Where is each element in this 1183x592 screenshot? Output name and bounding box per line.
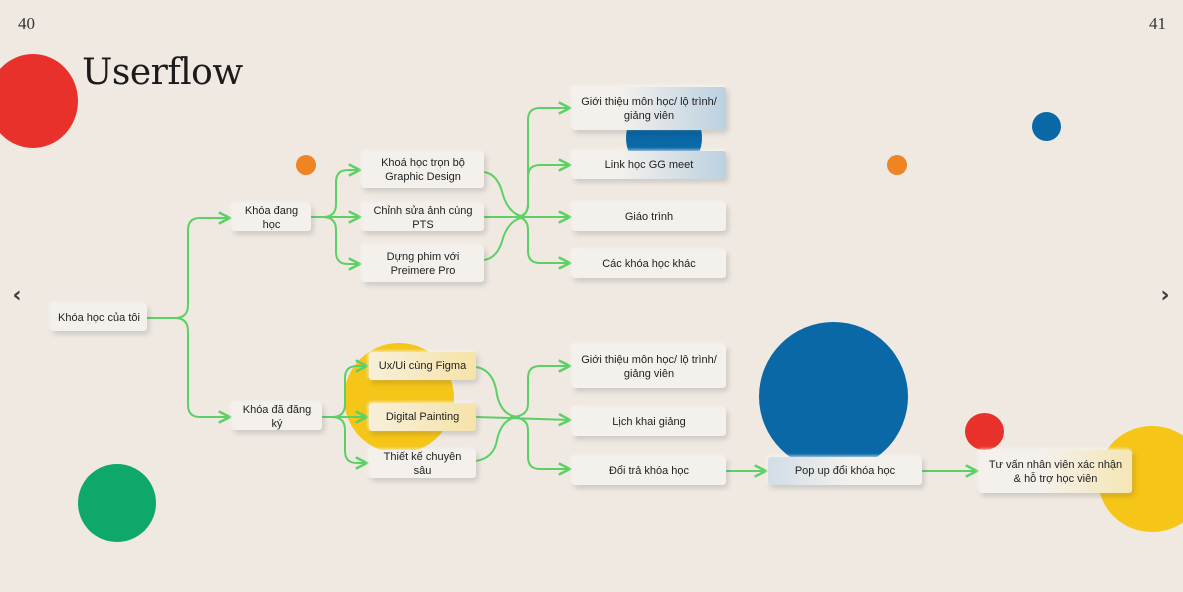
learning-other-courses-node[interactable]: Các khóa học khác bbox=[572, 250, 726, 278]
prev-page-button[interactable]: ‹ bbox=[7, 284, 27, 308]
course-advanced-design-node[interactable]: Thiết kế chuyên sâu bbox=[369, 450, 476, 478]
orange-dot-right bbox=[887, 155, 907, 175]
registered-schedule-node[interactable]: Lịch khai giảng bbox=[572, 408, 726, 436]
course-pts-node[interactable]: Chỉnh sửa ảnh cùng PTS bbox=[362, 204, 484, 231]
page-number-left: 40 bbox=[18, 14, 35, 33]
page-number-right: 41 bbox=[1149, 14, 1166, 33]
green-circle bbox=[78, 464, 156, 542]
red-circle-large bbox=[0, 54, 78, 148]
registered-intro-node[interactable]: Giới thiệu môn học/ lộ trình/ giảng viên bbox=[572, 345, 726, 388]
popup-exchange-node[interactable]: Pop up đổi khóa học bbox=[768, 457, 922, 485]
consult-support-node[interactable]: Tư vấn nhân viên xác nhận & hỗ trợ học v… bbox=[979, 450, 1132, 493]
chevron-left-icon: ‹ bbox=[12, 283, 22, 308]
learning-gg-meet-node[interactable]: Link học GG meet bbox=[572, 151, 726, 179]
learning-intro-node[interactable]: Giới thiệu môn học/ lộ trình/ giảng viên bbox=[572, 87, 726, 130]
learning-courses-node[interactable]: Khóa đang học bbox=[232, 204, 311, 231]
course-figma-node[interactable]: Ux/Ui cùng Figma bbox=[369, 352, 476, 380]
red-dot bbox=[965, 413, 1004, 450]
blue-dot bbox=[1032, 112, 1061, 141]
next-page-button[interactable]: › bbox=[1155, 284, 1175, 308]
registered-courses-node[interactable]: Khóa đã đăng ký bbox=[232, 403, 322, 430]
learning-syllabus-node[interactable]: Giáo trình bbox=[572, 203, 726, 231]
registered-exchange-node[interactable]: Đổi trả khóa học bbox=[572, 457, 726, 485]
root-my-courses-node[interactable]: Khóa học của tôi bbox=[51, 304, 147, 331]
chevron-right-icon: › bbox=[1160, 283, 1170, 308]
course-premiere-node[interactable]: Dựng phim với Preimere Pro bbox=[362, 246, 484, 282]
page-title: Userflow bbox=[82, 52, 243, 93]
blue-circle-large bbox=[759, 322, 908, 471]
course-graphic-design-node[interactable]: Khoá học trọn bộ Graphic Design bbox=[362, 152, 484, 188]
course-digital-painting-node[interactable]: Digital Painting bbox=[369, 403, 476, 431]
orange-dot-left bbox=[296, 155, 316, 175]
